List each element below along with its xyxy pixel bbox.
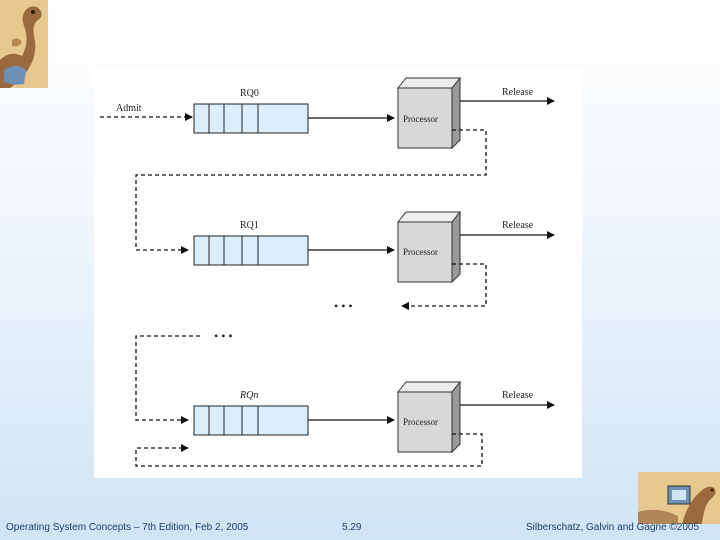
ready-queue-rqn: [193, 405, 309, 436]
ready-queue-rq0: [193, 103, 309, 134]
processor-label: Processor: [403, 417, 438, 427]
incoming-path-n: [135, 335, 200, 424]
ready-queue-rq1: [193, 235, 309, 266]
processor-label: Processor: [403, 247, 438, 257]
preempt-path-0: [135, 129, 487, 254]
queue-level-0: RQ0 Admit Processor Release: [100, 76, 555, 254]
multilevel-queue-diagram: RQ0 Admit Processor Release RQ: [94, 68, 582, 478]
footer-slide-number: 5.29: [342, 522, 362, 533]
queue-label-rq0: RQ0: [240, 88, 259, 99]
ellipsis-right: • • •: [334, 299, 353, 313]
admit-label: Admit: [116, 103, 142, 114]
dinosaur-logo-icon: [0, 0, 48, 88]
release-label: Release: [502, 87, 534, 98]
processor-1: Processor: [396, 210, 462, 284]
ellipsis-left: • • •: [214, 329, 233, 343]
processor-0: Processor: [396, 76, 462, 150]
release-label: Release: [502, 220, 534, 231]
preempt-path-1: [401, 263, 487, 310]
loop-back-path-n: [135, 433, 483, 467]
processor-label: Processor: [403, 114, 438, 124]
queue-level-n: • • • RQn Processor Release: [135, 329, 555, 467]
footer-course-title: Operating System Concepts – 7th Edition,…: [6, 522, 249, 533]
footer-authors: Silberschatz, Galvin and Gagne ©2005: [526, 522, 700, 533]
processor-n: Processor: [396, 380, 462, 454]
queue-label-rqn: RQn: [239, 390, 258, 401]
release-label: Release: [502, 390, 534, 401]
queue-level-1: RQ1 Processor Release • • •: [193, 210, 555, 313]
dinosaur-computer-logo-icon: [638, 472, 720, 524]
queue-label-rq1: RQ1: [240, 220, 259, 231]
